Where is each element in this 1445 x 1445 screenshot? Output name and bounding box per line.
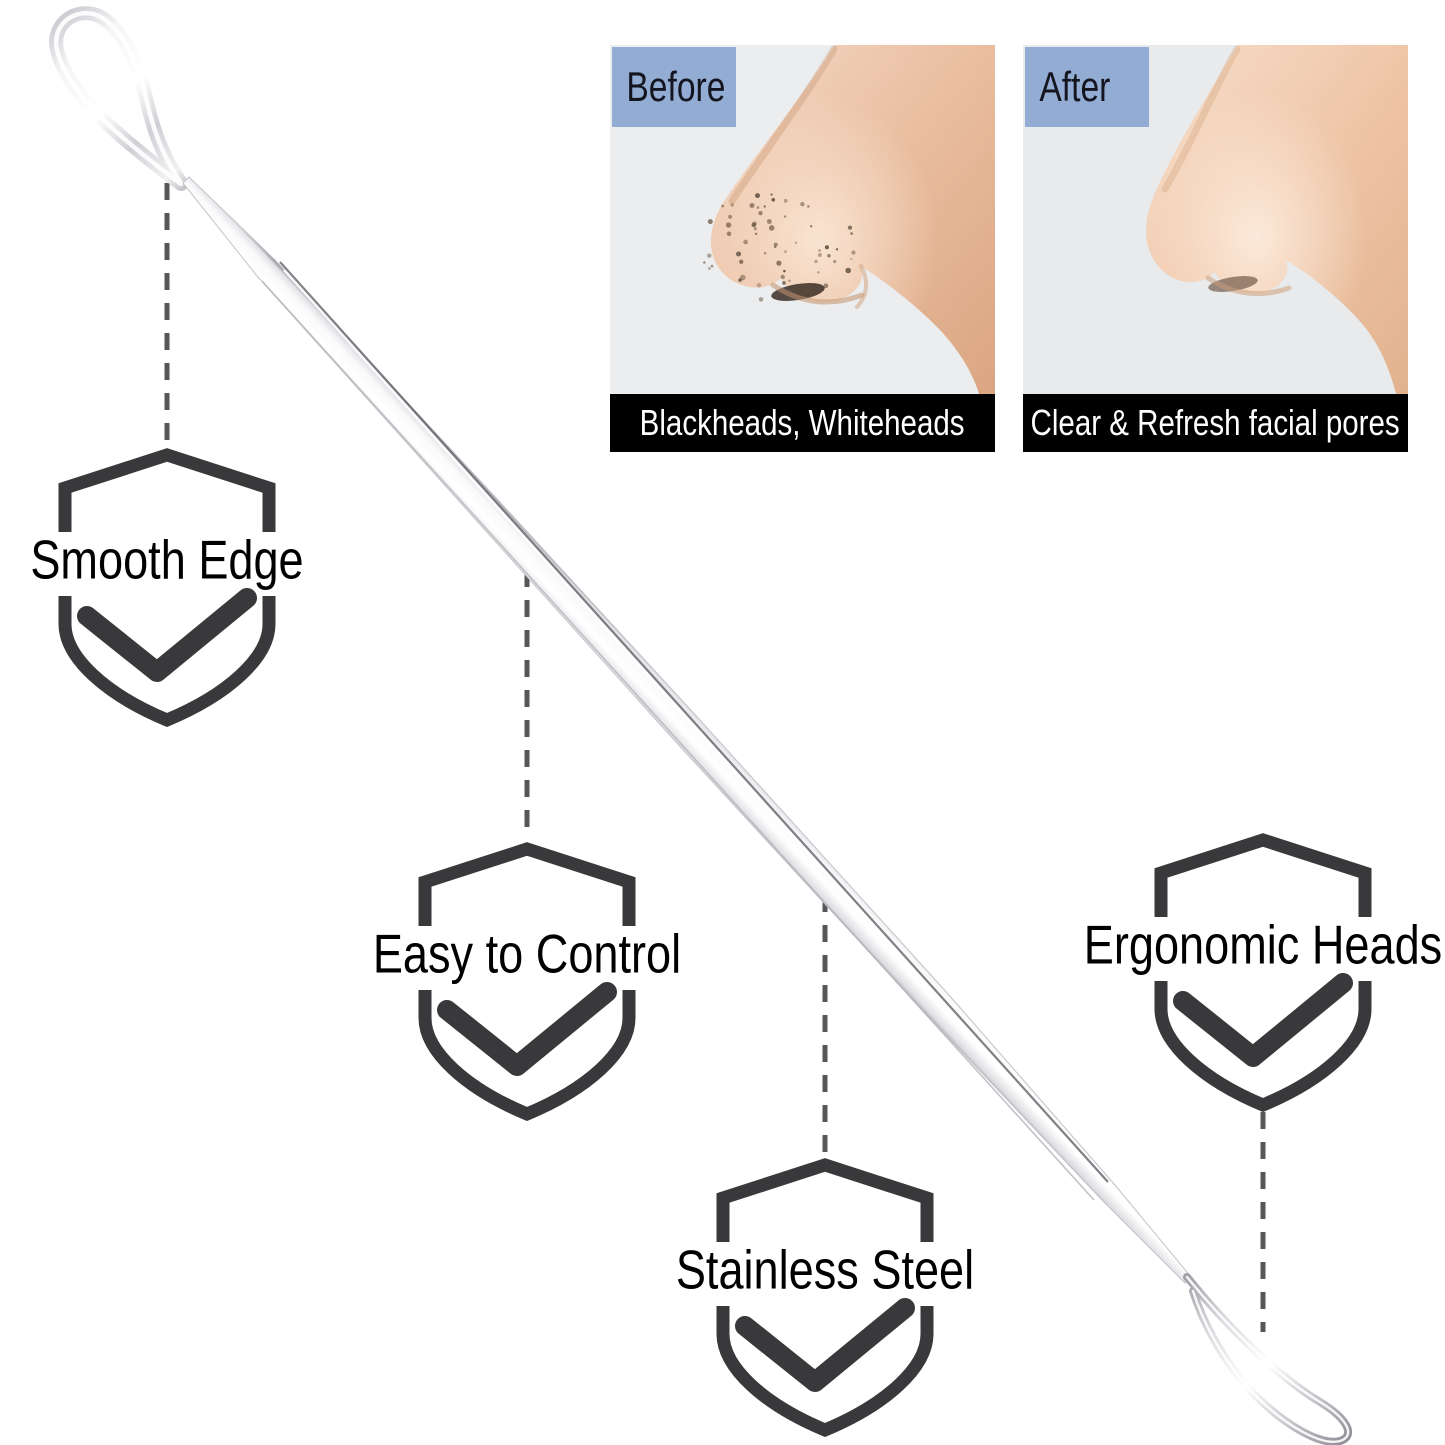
tool-shaft xyxy=(182,176,1192,1284)
before-tag-label: Before xyxy=(626,63,726,110)
before-caption-bar: Blackheads, Whiteheads xyxy=(610,394,995,452)
dashed-connectors xyxy=(164,183,1266,1332)
after-caption-text: Clear & Refresh facial pores xyxy=(1030,402,1401,443)
before-panel: Before Blackheads, Whiteheads xyxy=(610,45,995,452)
before-tag-box: Before xyxy=(612,47,736,127)
feature-label-ergonomic-heads: Ergonomic Heads xyxy=(1083,913,1443,976)
feature-label-stainless-steel: Stainless Steel xyxy=(675,1238,975,1301)
after-panel: After Clear & Refresh facial pores xyxy=(1023,45,1408,452)
before-caption-text: Blackheads, Whiteheads xyxy=(640,402,965,443)
feature-label-smooth-edge: Smooth Edge xyxy=(30,528,304,591)
blackhead-extractor-tool xyxy=(49,6,1353,1445)
after-caption-bar: Clear & Refresh facial pores xyxy=(1023,394,1408,452)
blackheads-speckles xyxy=(703,193,856,302)
feature-label-easy-to-control: Easy to Control xyxy=(372,922,682,985)
after-tag-box: After xyxy=(1025,47,1149,127)
after-tag-label: After xyxy=(1039,63,1111,110)
tool-top-loop xyxy=(49,6,188,191)
tool-bottom-wire-loop xyxy=(1183,1273,1353,1445)
